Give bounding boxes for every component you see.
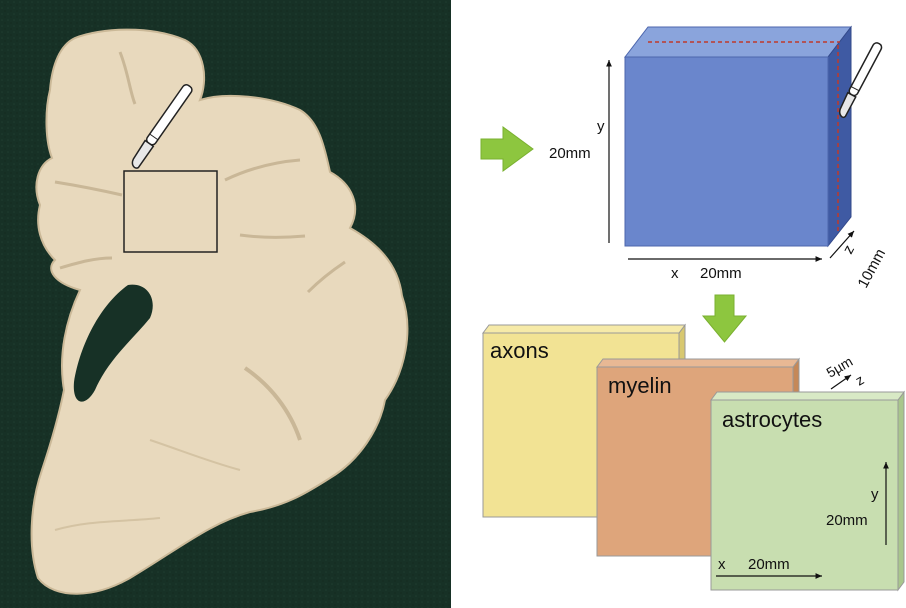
section-thickness: 5µm [824,353,856,381]
green-arrow-icon [481,127,533,171]
cube-y-size: 20mm [549,145,591,162]
cube-y-letter: y [597,118,605,135]
section-z-axis: 5µm z [824,353,867,389]
cube-y-axis: y 20mm [549,60,609,243]
section-z-letter: z [853,371,867,388]
stain-label-myelin: myelin [608,373,672,398]
cube-x-axis: x 20mm [628,259,822,282]
section-y-size: 20mm [826,512,868,529]
cube-z-size: 10mm [855,246,890,291]
green-arrow-icon [703,295,746,342]
cube-z-letter: z [840,242,859,257]
stain-label-astrocytes: astrocytes [722,407,822,432]
section-x-letter: x [718,556,726,573]
cube-front-face [625,57,828,246]
brain-photo [0,0,451,608]
tissue-block-cube [625,27,883,246]
cube-side-face [828,27,851,246]
cube-z-axis: z 10mm [830,231,889,291]
cube-x-size: 20mm [700,265,742,282]
section-x-size: 20mm [748,556,790,573]
section-y-letter: y [871,486,879,503]
cube-x-letter: x [671,265,679,282]
stain-label-axons: axons [490,338,549,363]
